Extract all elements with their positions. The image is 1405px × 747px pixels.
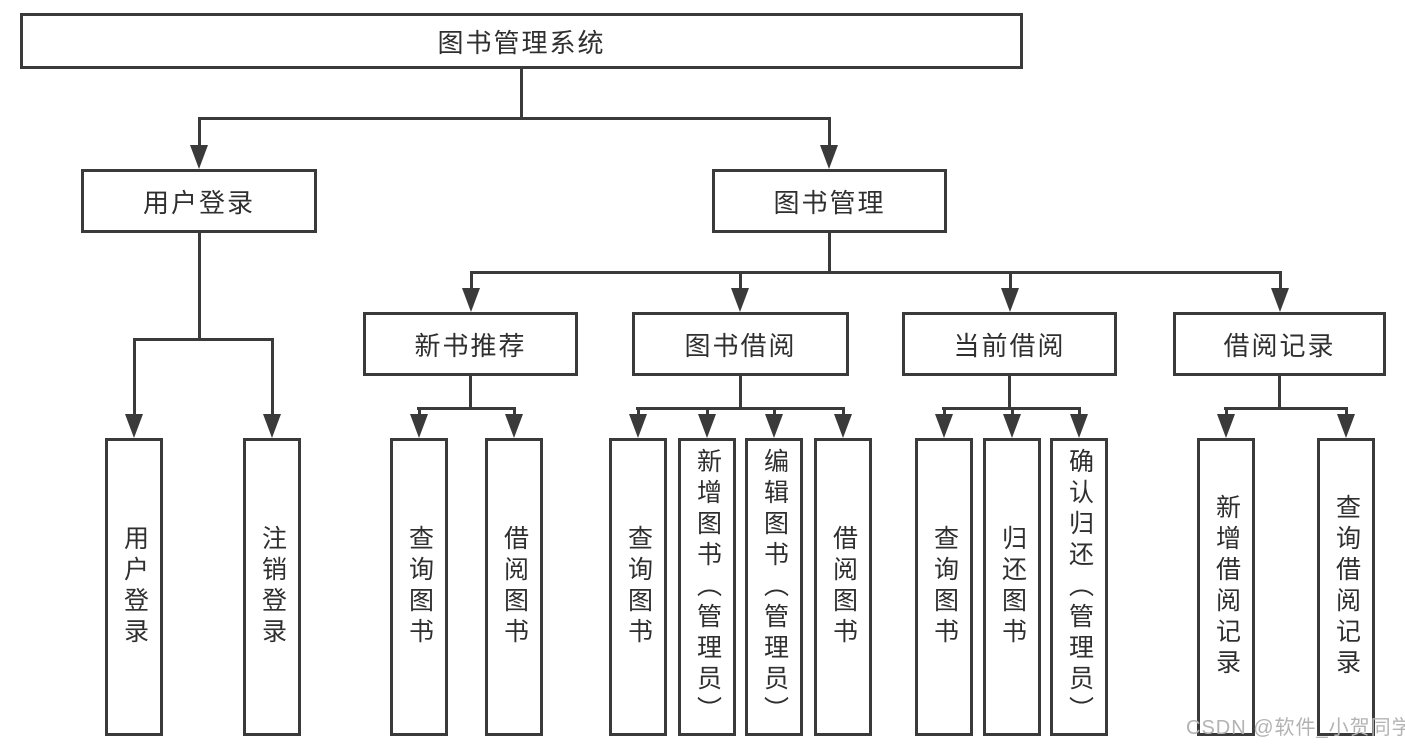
connector-line	[271, 338, 274, 414]
node-book-borrow-label: 图书借阅	[684, 330, 797, 361]
arrow-down-icon	[190, 145, 208, 169]
leaf-borrow-books-recommend: 借阅图书	[485, 438, 543, 736]
leaf-borrow-books-recommend-label: 借阅图书	[500, 525, 529, 649]
leaf-borrow-books-label: 借阅图书	[829, 525, 858, 649]
connector-line	[470, 271, 1281, 274]
leaf-return-book: 归还图书	[983, 438, 1041, 736]
connector-line	[198, 233, 201, 340]
leaf-add-book-admin: 新增图书（管理员）	[678, 438, 736, 736]
leaf-add-book-admin-label: 新增图书（管理员）	[693, 447, 722, 727]
arrow-down-icon	[820, 145, 838, 169]
connector-line	[1008, 376, 1011, 410]
arrow-down-icon	[1217, 414, 1235, 438]
arrow-down-icon	[765, 414, 783, 438]
connector-line	[773, 407, 776, 417]
node-book-management-label: 图书管理	[773, 187, 886, 218]
connector-line	[1279, 271, 1282, 291]
leaf-logout-label: 注销登录	[258, 525, 287, 649]
leaf-query-books-current-label: 查询图书	[930, 525, 959, 649]
arrow-down-icon	[1003, 414, 1021, 438]
connector-line	[469, 376, 472, 410]
leaf-query-books-borrow-label: 查询图书	[624, 525, 653, 649]
connector-line	[842, 407, 845, 417]
connector-line	[636, 407, 845, 410]
arrow-down-icon	[834, 414, 852, 438]
arrow-down-icon	[698, 414, 716, 438]
connector-line	[1224, 407, 1348, 410]
connector-line	[133, 338, 136, 414]
connector-line	[513, 407, 516, 417]
arrow-down-icon	[629, 414, 647, 438]
leaf-query-books-borrow: 查询图书	[609, 438, 667, 736]
connector-line	[706, 407, 709, 417]
connector-line	[520, 69, 523, 119]
csdn-watermark: CSDN @软件_小贺同学	[1186, 717, 1405, 739]
leaf-query-books-recommend-label: 查询图书	[405, 525, 434, 649]
leaf-logout: 注销登录	[243, 438, 301, 736]
connector-line	[828, 233, 831, 274]
node-borrow-records-label: 借阅记录	[1223, 330, 1336, 361]
leaf-add-borrow-record-label: 新增借阅记录	[1212, 494, 1241, 680]
connector-line	[1078, 407, 1081, 417]
connector-line	[828, 119, 831, 147]
connector-line	[198, 117, 831, 120]
connector-line	[418, 407, 421, 417]
connector-line	[1225, 407, 1228, 417]
node-user-login: 用户登录	[81, 169, 317, 233]
connector-line	[943, 407, 946, 417]
leaf-return-book-label: 归还图书	[998, 525, 1027, 649]
node-new-book-recommend-label: 新书推荐	[414, 330, 527, 361]
node-current-borrow: 当前借阅	[902, 312, 1117, 376]
leaf-query-borrow-record-label: 查询借阅记录	[1332, 494, 1361, 680]
connector-line	[417, 407, 516, 410]
leaf-confirm-return-admin: 确认归还（管理员）	[1050, 438, 1108, 736]
connector-line	[637, 407, 640, 417]
node-new-book-recommend: 新书推荐	[363, 312, 578, 376]
arrow-down-icon	[462, 288, 480, 312]
connector-line	[739, 376, 742, 410]
leaf-query-books-recommend: 查询图书	[390, 438, 448, 736]
node-book-management: 图书管理	[712, 169, 947, 233]
leaf-add-borrow-record: 新增借阅记录	[1197, 438, 1255, 736]
node-root-system: 图书管理系统	[20, 13, 1023, 69]
leaf-edit-book-admin-label: 编辑图书（管理员）	[760, 447, 789, 727]
connector-line	[1011, 407, 1014, 417]
node-current-borrow-label: 当前借阅	[953, 330, 1066, 361]
connector-line	[198, 119, 201, 147]
leaf-borrow-books: 借阅图书	[814, 438, 872, 736]
leaf-query-books-current: 查询图书	[915, 438, 973, 736]
arrow-down-icon	[505, 414, 523, 438]
connector-line	[1278, 376, 1281, 410]
arrow-down-icon	[935, 414, 953, 438]
leaf-user-login-label: 用户登录	[120, 525, 149, 649]
node-book-borrow: 图书借阅	[632, 312, 849, 376]
arrow-down-icon	[263, 414, 281, 438]
node-root-label: 图书管理系统	[437, 27, 606, 58]
leaf-confirm-return-admin-label: 确认归还（管理员）	[1065, 447, 1094, 727]
node-borrow-records: 借阅记录	[1173, 312, 1386, 376]
node-user-login-label: 用户登录	[142, 187, 255, 218]
connector-line	[1009, 271, 1012, 291]
leaf-query-borrow-record: 查询借阅记录	[1317, 438, 1375, 736]
arrow-down-icon	[410, 414, 428, 438]
arrow-down-icon	[1271, 288, 1289, 312]
arrow-down-icon	[731, 288, 749, 312]
arrow-down-icon	[1337, 414, 1355, 438]
connector-line	[739, 271, 742, 291]
connector-line	[133, 338, 274, 341]
leaf-user-login: 用户登录	[105, 438, 163, 736]
connector-line	[470, 271, 473, 291]
connector-line	[1345, 407, 1348, 417]
leaf-edit-book-admin: 编辑图书（管理员）	[745, 438, 803, 736]
arrow-down-icon	[1070, 414, 1088, 438]
arrow-down-icon	[1001, 288, 1019, 312]
arrow-down-icon	[125, 414, 143, 438]
